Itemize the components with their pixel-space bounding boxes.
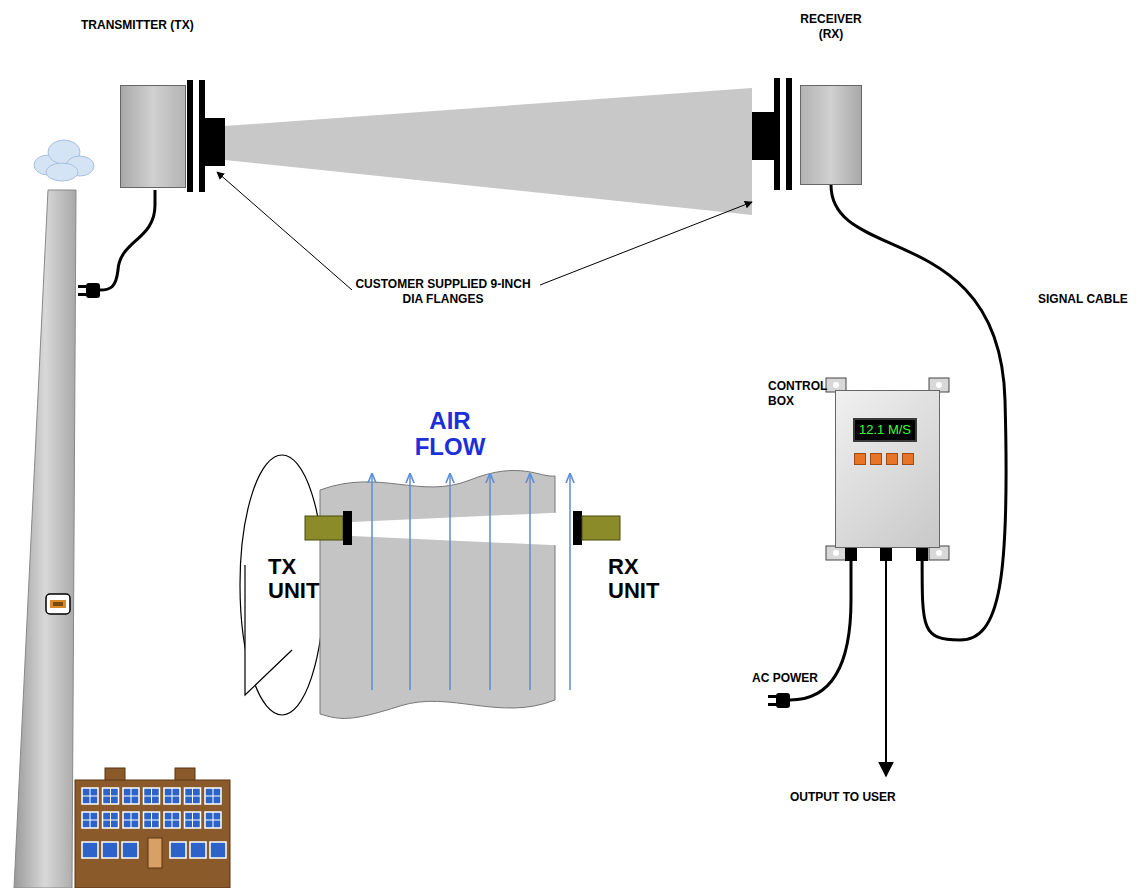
window-bar (82, 812, 98, 828)
window-bar (185, 812, 201, 828)
output-arrow (885, 561, 887, 776)
flange-note: CUSTOMER SUPPLIED 9-INCH DIA FLANGES (352, 277, 534, 307)
box-title: CONTROL BOX (768, 379, 832, 409)
air-flow-arrows (372, 474, 570, 690)
control-box: CONTROL BOX12.1 M/S (835, 390, 940, 548)
unit-title: RECEIVER (RX) (789, 12, 873, 42)
rx-unit-face (573, 511, 582, 545)
signal-cable (831, 185, 1006, 640)
cable-gland (845, 548, 928, 561)
unit-label: RX UNIT (608, 555, 666, 603)
flow-arrow (489, 474, 491, 690)
window-bar (123, 788, 139, 804)
window (164, 812, 180, 828)
tx-flange (199, 80, 205, 192)
flow-arrow (529, 474, 531, 690)
rx-flange (774, 78, 780, 190)
window (144, 788, 160, 804)
power-label: AC POWER (752, 671, 818, 686)
window-bar (185, 788, 201, 804)
tx-unit-face (343, 511, 352, 545)
unit-label: TX UNIT (268, 555, 326, 603)
window (210, 842, 226, 858)
window-bar (144, 812, 160, 828)
power-cord (100, 190, 155, 290)
flow-arrow (569, 474, 571, 690)
window (123, 812, 139, 828)
window-bar (123, 812, 139, 828)
window-bar (164, 812, 180, 828)
window-bar (82, 788, 98, 804)
window-bar (205, 812, 221, 828)
smokestack (14, 190, 76, 888)
rx-flange (786, 78, 792, 190)
window (102, 842, 118, 858)
transmitter-unit: TRANSMITTER (TX) (120, 85, 186, 188)
tx-unit (305, 516, 343, 540)
flow-arrow (371, 474, 373, 690)
rx-unit (582, 516, 620, 540)
beam (225, 88, 752, 215)
leader-arrow (540, 202, 752, 285)
control-button (854, 453, 866, 465)
tx-flange (187, 80, 193, 192)
stack-monitor-icon (46, 594, 70, 614)
window (164, 788, 180, 804)
window (82, 812, 98, 828)
plug (78, 283, 100, 298)
window (205, 788, 221, 804)
window (170, 842, 186, 858)
window (205, 812, 221, 828)
control-button (902, 453, 914, 465)
window-bar (103, 788, 119, 804)
smoke-cloud (34, 140, 94, 181)
control-box-tabs (826, 378, 949, 560)
window-bar (103, 812, 119, 828)
window-bar (164, 788, 180, 804)
window (103, 812, 119, 828)
beam-section (352, 512, 573, 546)
window (185, 812, 201, 828)
tx-plate (205, 118, 225, 166)
control-button (870, 453, 882, 465)
window-bar (205, 788, 221, 804)
plug (768, 693, 790, 708)
cable-label: SIGNAL CABLE (1038, 292, 1128, 307)
window (144, 812, 160, 828)
window-bar (144, 788, 160, 804)
window (190, 842, 206, 858)
window (122, 842, 138, 858)
lcd-display: 12.1 M/S (853, 418, 917, 442)
duct-section (320, 470, 555, 718)
control-button (886, 453, 898, 465)
flow-arrow (449, 474, 451, 690)
flow-arrow (409, 474, 411, 690)
window (123, 788, 139, 804)
rx-plate (752, 112, 774, 160)
window (103, 788, 119, 804)
window (82, 842, 98, 858)
flow-label: AIR FLOW (412, 408, 488, 461)
unit-title: TRANSMITTER (TX) (81, 18, 194, 33)
receiver-unit: RECEIVER (RX) (800, 85, 862, 185)
window (82, 788, 98, 804)
output-label: OUTPUT TO USER (790, 790, 896, 805)
building (75, 768, 230, 888)
leader-arrow (217, 172, 352, 290)
window (185, 788, 201, 804)
